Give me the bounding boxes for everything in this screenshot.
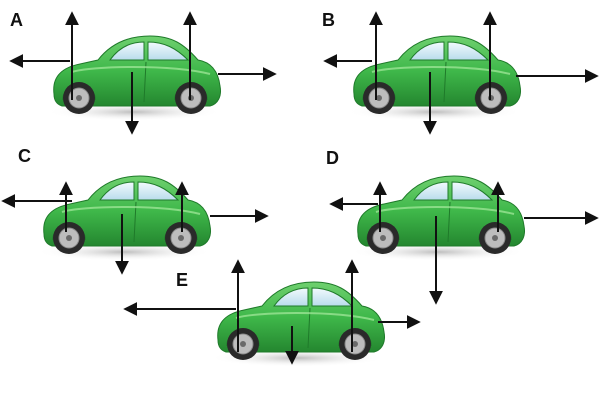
car-e	[209, 281, 387, 368]
panel-b: B	[322, 10, 599, 135]
car-c	[35, 175, 213, 262]
car-d	[349, 175, 527, 262]
panel-label-a: A	[10, 10, 23, 30]
panel-label-e: E	[176, 270, 188, 290]
panel-label-b: B	[322, 10, 335, 30]
panel-label-c: C	[18, 146, 31, 166]
panel-a: A	[9, 10, 277, 135]
panel-e: E	[123, 259, 421, 368]
car-b	[345, 35, 523, 122]
panel-d: D	[326, 148, 599, 305]
panel-c: C	[1, 146, 269, 275]
panel-label-d: D	[326, 148, 339, 168]
